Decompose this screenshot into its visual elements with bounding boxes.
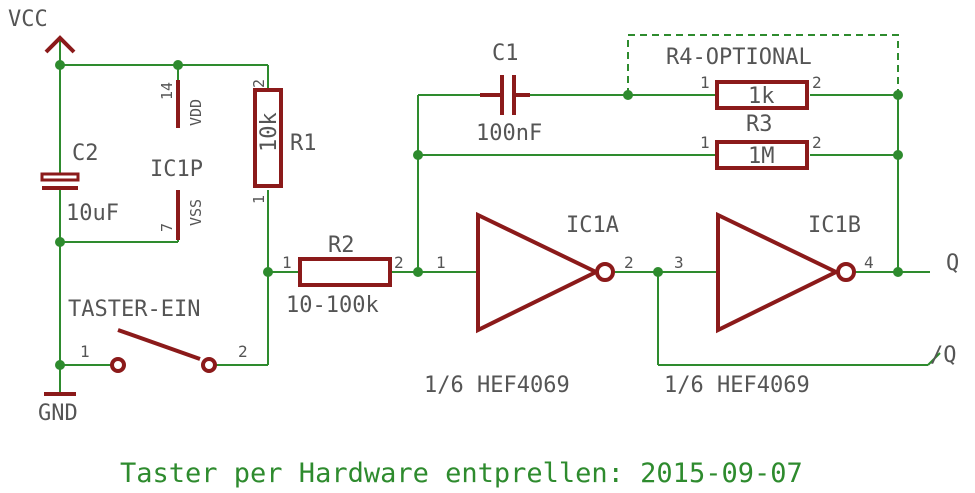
ic1b-in-pin: 3: [674, 253, 684, 272]
resistor-r3: 1M R3 1 2: [700, 112, 822, 170]
ic1a-out-pin: 2: [624, 253, 634, 272]
inverter-ic1b: IC1B 3 4 1/6 HEF4069: [664, 211, 874, 398]
ic1p-name: IC1P: [150, 157, 203, 182]
switch-pin2: 2: [238, 342, 248, 361]
ic1b-out-pin: 4: [864, 253, 874, 272]
r1-name: R1: [290, 131, 317, 156]
gnd-label: GND: [38, 401, 78, 426]
switch-taster: TASTER-EIN 1 2: [68, 297, 248, 373]
capacitor-c1: C1 100nF: [476, 41, 542, 146]
r3-name: R3: [746, 112, 773, 137]
r2-name: R2: [328, 233, 355, 258]
capacitor-c2: C2 10uF: [40, 141, 119, 226]
inverter-ic1a: IC1A 1 2 1/6 HEF4069: [424, 211, 634, 398]
r1-pin2: 2: [250, 79, 268, 88]
resistor-r1: 10k R1 2 1: [250, 79, 317, 204]
c1-name: C1: [492, 41, 519, 66]
wires: [59, 34, 941, 392]
r2-pin1: 1: [282, 253, 292, 272]
c2-name: C2: [72, 141, 99, 166]
r1-pin1: 1: [250, 195, 268, 204]
ic1b-name: IC1B: [808, 213, 861, 238]
switch-name: TASTER-EIN: [68, 297, 200, 322]
ic1a-in-pin: 1: [436, 253, 446, 272]
r2-value: 10-100k: [286, 293, 379, 318]
schematic-title: Taster per Hardware entprellen: 2015-09-…: [120, 458, 803, 489]
r3-value: 1M: [748, 144, 775, 169]
vcc-symbol: VCC: [8, 7, 76, 54]
r4-pin2: 2: [812, 73, 822, 92]
switch-pin1: 1: [80, 342, 90, 361]
ic1p-vss-label: VSS: [187, 199, 205, 226]
ic1b-part: 1/6 HEF4069: [664, 373, 810, 398]
ic1a-name: IC1A: [566, 213, 619, 238]
ic1p-vdd-pin: 14: [158, 82, 176, 100]
ic1p-vdd-label: VDD: [187, 99, 205, 126]
output-q-label: Q: [946, 251, 959, 276]
ic1p-vss-pin: 7: [158, 223, 176, 232]
r3-pin1: 1: [700, 133, 710, 152]
r1-value: 10k: [257, 112, 282, 152]
r3-pin2: 2: [812, 133, 822, 152]
resistor-r2: R2 10-100k 1 2: [282, 233, 404, 318]
gnd-symbol: GND: [38, 392, 78, 426]
r4-name: R4-OPTIONAL: [666, 45, 812, 70]
ic1p-power: IC1P 14 VDD 7 VSS: [150, 80, 205, 240]
r4-pin1: 1: [700, 73, 710, 92]
c1-value: 100nF: [476, 121, 542, 146]
vcc-label: VCC: [8, 7, 48, 32]
ic1a-part: 1/6 HEF4069: [424, 373, 570, 398]
output-nq-label: /Q: [930, 343, 957, 368]
r2-pin2: 2: [394, 253, 404, 272]
junctions: [55, 60, 903, 370]
resistor-r4: 1k R4-OPTIONAL 1 2: [666, 45, 822, 110]
c2-value: 10uF: [66, 201, 119, 226]
r4-value: 1k: [748, 84, 775, 109]
